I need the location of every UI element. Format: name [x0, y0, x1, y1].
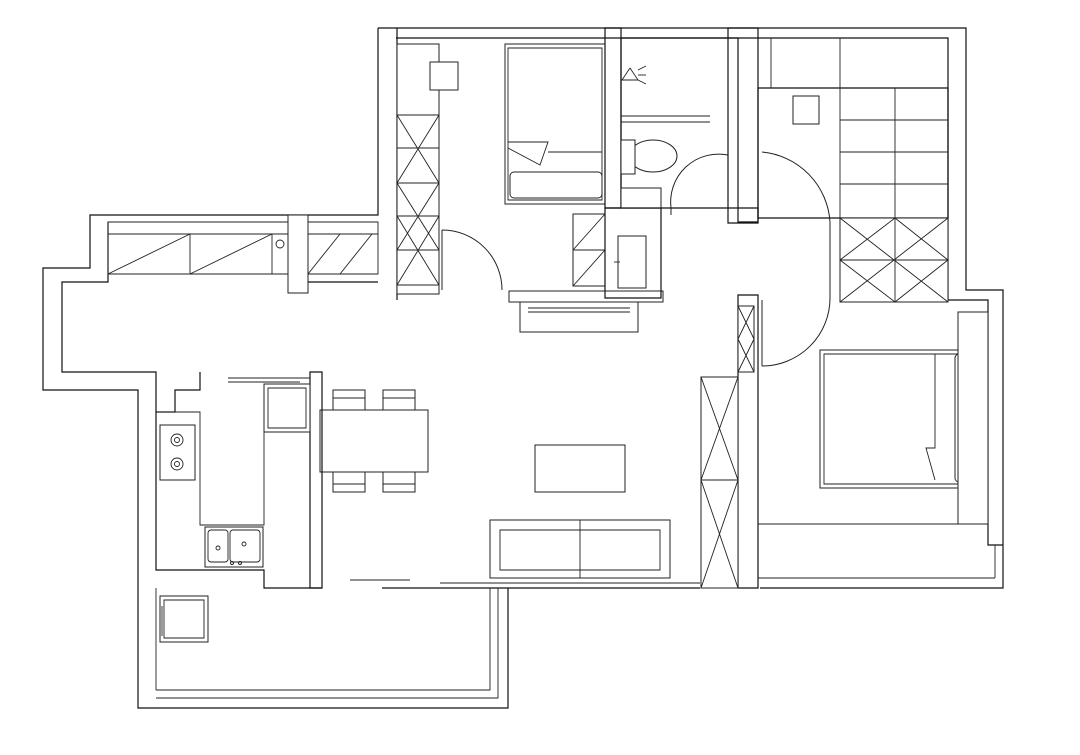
- door-bedroom-small: [442, 230, 502, 290]
- bedroom-small: [397, 28, 663, 332]
- chair: [383, 472, 415, 492]
- washing-machine: [160, 596, 208, 642]
- chair: [430, 62, 458, 90]
- refrigerator: [264, 384, 310, 432]
- stove: [160, 425, 195, 480]
- door-master-bedroom: [762, 298, 830, 366]
- door-study: [762, 152, 830, 222]
- chair: [333, 472, 365, 492]
- drain-icon: [276, 240, 284, 248]
- balcony-south: [156, 588, 498, 698]
- pillow: [510, 172, 602, 198]
- bathroom: [605, 28, 758, 298]
- cabinet: [701, 377, 738, 588]
- chair: [333, 390, 365, 410]
- washing-machine: [618, 236, 646, 288]
- outer-walls: [43, 28, 1003, 708]
- master-bedroom: [738, 295, 995, 588]
- kitchen-sink: [205, 527, 263, 567]
- balcony-north: [108, 215, 378, 293]
- chair: [793, 96, 819, 124]
- column: [288, 215, 308, 293]
- kitchen: [156, 372, 322, 588]
- wardrobe: [397, 44, 439, 294]
- study-storage: [758, 38, 948, 302]
- coffee-table: [535, 445, 625, 492]
- living-dining: [320, 377, 738, 588]
- door-bathroom: [671, 154, 728, 208]
- toilet: [629, 140, 677, 172]
- shower-icon: [622, 68, 638, 80]
- chair: [383, 390, 415, 410]
- dining-table: [320, 410, 428, 472]
- tv-console: [520, 302, 638, 332]
